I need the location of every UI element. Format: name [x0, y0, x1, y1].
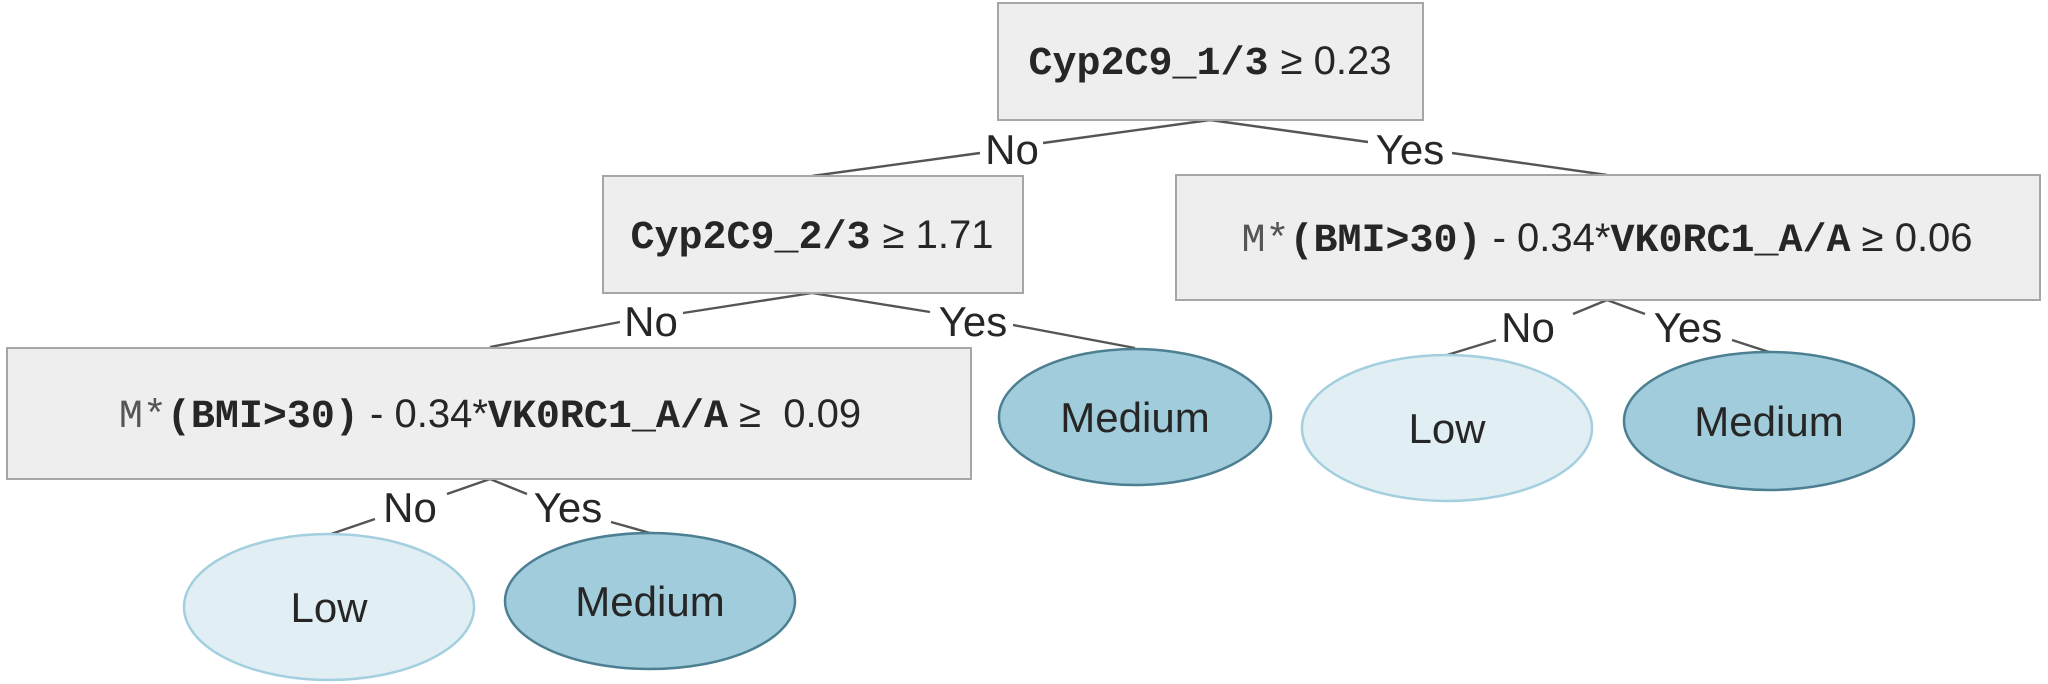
edge-label-leftleft-yes: Yes — [534, 484, 603, 531]
edge-right-medium — [1731, 338, 1770, 354]
leaf-label: Medium — [575, 578, 724, 625]
edge-left-leftleft — [682, 291, 813, 315]
edge-leftleft-medium — [489, 477, 528, 496]
edge-label-right-no: No — [1501, 304, 1555, 351]
edge-leftleft-medium — [610, 520, 651, 535]
leaf-right-no: Low — [1300, 353, 1594, 503]
leaf-leftleft-yes: Medium — [503, 531, 797, 671]
edge-root-left — [811, 151, 981, 178]
edge-right-low — [1572, 298, 1608, 316]
edge-label-root-yes: Yes — [1376, 126, 1445, 173]
edge-right-medium — [1606, 298, 1646, 316]
leaf-label: Low — [1408, 405, 1486, 452]
leaf-label: Low — [290, 584, 368, 631]
edge-label-left-yes: Yes — [939, 298, 1008, 345]
leaf-label: Medium — [1694, 398, 1843, 445]
edge-left-medium — [1012, 323, 1136, 350]
leaf-right-yes: Medium — [1622, 350, 1916, 492]
edge-label-right-yes: Yes — [1654, 304, 1723, 351]
split-node-left: Cyp2C9_2/3≥ 1.71 — [602, 175, 1024, 294]
edge-left-leftleft — [489, 320, 621, 349]
edge-label-leftleft-no: No — [383, 484, 437, 531]
split-node-left-text: Cyp2C9_2/3≥ 1.71 — [631, 213, 994, 261]
edge-root-left — [1042, 118, 1211, 145]
edge-leftleft-low — [330, 517, 376, 536]
leaf-label: Medium — [1060, 394, 1209, 441]
split-node-leftleft: M*(BMI>30) - 0.34*VK0RC1_A/A ≥ 0.09 — [6, 347, 972, 480]
split-node-root-text: Cyp2C9_1/3≥ 0.23 — [1029, 39, 1392, 87]
split-node-right: M*(BMI>30) - 0.34*VK0RC1_A/A ≥ 0.06 — [1175, 174, 2041, 301]
edge-label-root-no: No — [985, 126, 1039, 173]
split-node-leftleft-text: M*(BMI>30) - 0.34*VK0RC1_A/A ≥ 0.09 — [119, 392, 861, 440]
edge-left-medium — [811, 291, 931, 314]
edge-root-right — [1451, 151, 1608, 177]
edge-leftleft-low — [446, 477, 491, 496]
leaf-left-yes: Medium — [997, 347, 1273, 487]
leaf-leftleft-no: Low — [182, 532, 476, 682]
edge-root-right — [1209, 118, 1369, 144]
edge-right-low — [1446, 338, 1497, 357]
edge-label-left-no: No — [624, 298, 678, 345]
split-node-root: Cyp2C9_1/3≥ 0.23 — [997, 2, 1424, 121]
split-node-right-text: M*(BMI>30) - 0.34*VK0RC1_A/A ≥ 0.06 — [1241, 216, 1972, 264]
